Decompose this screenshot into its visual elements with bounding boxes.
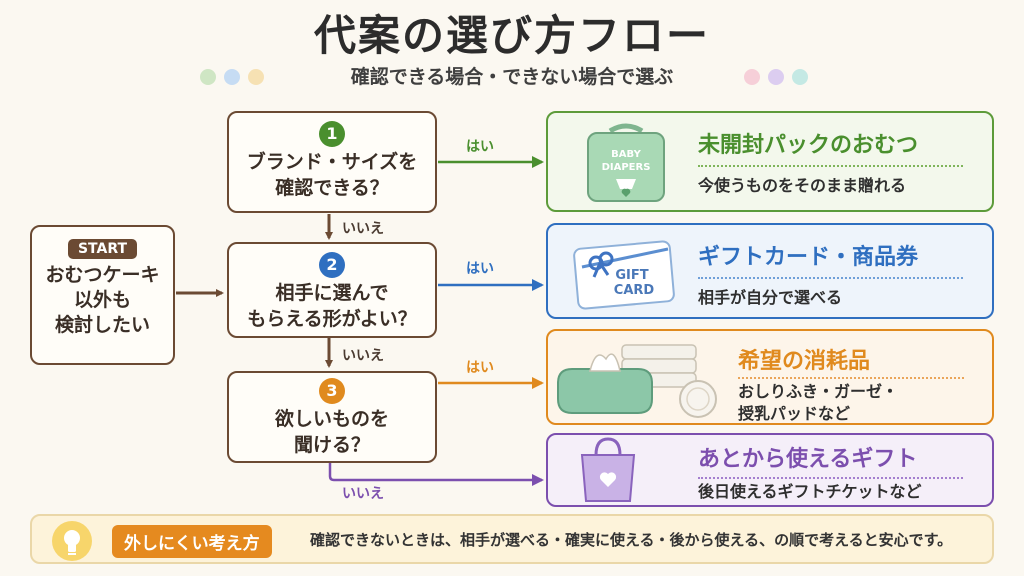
result-title: 未開封パックのおむつ bbox=[698, 133, 919, 158]
tip-text: 確認できないときは、相手が選べる・確実に使える・後から使える、の順で考えると安心… bbox=[310, 531, 953, 549]
yes-label-3: はい bbox=[466, 360, 494, 376]
question-1: 1 ブランド・サイズを 確認できる？ bbox=[227, 111, 437, 213]
result-card-2: GIFT CARD ギフトカード・商品券 相手が自分で選べる bbox=[546, 223, 994, 319]
divider bbox=[698, 477, 963, 479]
question-3: 3 欲しいものを 聞ける？ bbox=[227, 371, 437, 463]
question-number: 1 bbox=[319, 121, 345, 147]
wipes-gauze-icon bbox=[557, 344, 717, 418]
decor-dot bbox=[200, 69, 216, 85]
decor-dot bbox=[768, 69, 784, 85]
result-card-1: BABY DIAPERS 未開封パックのおむつ 今使うものをそのまま贈れる bbox=[546, 111, 994, 212]
shopping-bag-icon bbox=[580, 437, 636, 502]
result-desc: 後日使えるギフトチケットなど bbox=[698, 482, 922, 501]
result-card-4: あとから使えるギフト 後日使えるギフトチケットなど bbox=[546, 433, 994, 507]
decor-dot bbox=[744, 69, 760, 85]
yes-label-1: はい bbox=[466, 139, 494, 155]
no-label-3: いいえ bbox=[342, 486, 384, 502]
yes-label-2: はい bbox=[466, 261, 494, 277]
svg-text:CARD: CARD bbox=[614, 283, 655, 298]
result-card-3: 希望の消耗品 おしりふき・ガーゼ・ 授乳パッドなど bbox=[546, 329, 994, 425]
start-text: おむつケーキ 以外も 検討したい bbox=[45, 264, 160, 336]
tip-footer: 外しにくい考え方 確認できないときは、相手が選べる・確実に使える・後から使える、… bbox=[30, 514, 994, 564]
question-number: 3 bbox=[319, 378, 345, 404]
result-title: 希望の消耗品 bbox=[738, 349, 871, 374]
svg-text:GIFT: GIFT bbox=[615, 268, 648, 283]
result-desc: 相手が自分で選べる bbox=[698, 288, 843, 307]
question-number: 2 bbox=[319, 252, 345, 278]
result-desc: 今使うものをそのまま贈れる bbox=[698, 176, 907, 195]
divider bbox=[738, 377, 964, 379]
svg-text:BABY: BABY bbox=[611, 149, 641, 160]
page-subtitle: 確認できる場合・できない場合で選ぶ bbox=[350, 66, 674, 88]
decor-dot bbox=[224, 69, 240, 85]
no-label-2: いいえ bbox=[342, 348, 384, 364]
no-label-1: いいえ bbox=[342, 221, 384, 237]
arrow-q3-no bbox=[328, 462, 544, 486]
gift-card-icon: GIFT CARD bbox=[573, 240, 675, 310]
diaper-pack-icon: BABY DIAPERS bbox=[587, 123, 665, 202]
tip-badge: 外しにくい考え方 bbox=[112, 525, 272, 558]
divider bbox=[698, 277, 963, 279]
result-title: ギフトカード・商品券 bbox=[698, 245, 919, 270]
question-2: 2 相手に選んで もらえる形がよい？ bbox=[227, 242, 437, 338]
decor-dot bbox=[792, 69, 808, 85]
start-node: START おむつケーキ 以外も 検討したい bbox=[30, 225, 175, 365]
page-title: 代案の選び方フロー bbox=[313, 11, 710, 60]
lightbulb-icon bbox=[52, 521, 92, 561]
divider bbox=[698, 165, 963, 167]
result-desc: おしりふき・ガーゼ・ 授乳パッドなど bbox=[738, 382, 899, 423]
svg-text:DIAPERS: DIAPERS bbox=[602, 162, 651, 173]
result-title: あとから使えるギフト bbox=[698, 447, 918, 472]
decor-dot bbox=[248, 69, 264, 85]
start-badge: START bbox=[67, 239, 138, 259]
